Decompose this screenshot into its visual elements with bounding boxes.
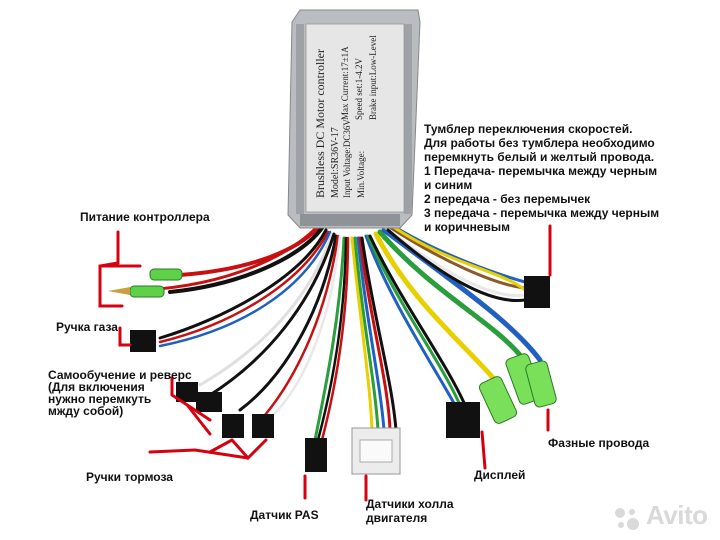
note-line: и коричневым — [424, 220, 510, 234]
selflearn-connectors — [176, 382, 222, 412]
controller-housing: Brushless DC Motor controller Model:SR36… — [287, 9, 421, 229]
controller-line-3: Max Current:17±1A — [340, 46, 350, 120]
display-connector — [446, 402, 480, 438]
label-selflearn-line-4: мжду собой) — [48, 404, 124, 418]
avito-logo-icon — [615, 508, 639, 530]
note-line: и синим — [424, 178, 473, 192]
note-line: Тумблер переключения скоростей. — [424, 122, 633, 136]
label-power: Питание контроллера — [80, 210, 210, 224]
controller-label: Brushless DC Motor controller Model:SR36… — [313, 35, 378, 198]
label-selflearn-line-1: Самообучение и реверс — [48, 368, 192, 382]
label-display: Дисплей — [474, 468, 526, 482]
speed-switch-connector — [524, 276, 550, 308]
controller-line-1: Brushless DC Motor controller — [313, 49, 327, 198]
brake-connectors — [222, 414, 274, 438]
hall-connector — [351, 427, 401, 475]
label-hall-line-1: Датчики холла — [366, 497, 454, 511]
phase-connectors — [478, 353, 557, 424]
controller-line-2: Model:SR36V-17 — [330, 127, 341, 198]
label-phase: Фазные провода — [548, 436, 650, 450]
label-selflearn-line-3: нужно перемкуть — [48, 392, 152, 406]
speed-switch-note: Тумблер переключения скоростей. Для рабо… — [424, 122, 694, 234]
label-throttle: Ручка газа — [56, 320, 118, 334]
label-selflearn-line-2: (Для включения — [48, 380, 145, 394]
label-pas: Датчик PAS — [250, 508, 319, 522]
controller-line-5: Speed set:1-4.2V — [354, 58, 364, 120]
note-line: Для работы без тумблера необходимо — [424, 136, 655, 150]
power-connectors — [108, 268, 183, 298]
note-line: 3 передача - перемычка между черным — [424, 206, 660, 220]
label-hall: Датчики холла двигателя — [366, 497, 454, 525]
label-selflearn: Самообучение и реверс (Для включения нуж… — [48, 369, 192, 417]
wire-bundle — [143, 222, 543, 442]
note-line: 1 Передача- перемычка между черным — [424, 164, 658, 178]
avito-watermark: Avito — [646, 500, 708, 530]
label-hall-line-2: двигателя — [366, 511, 428, 525]
label-brakes: Ручки тормоза — [86, 470, 173, 484]
controller-line-4: Input Voltage:DC36V — [342, 119, 352, 198]
pas-connector — [305, 438, 327, 472]
pointer-lines — [98, 224, 552, 502]
note-line: перемкнуть белый и желтый провода. — [424, 150, 655, 164]
throttle-connector — [130, 330, 156, 352]
controller-line-6: Min.Voltage: — [356, 151, 366, 198]
controller-line-7: Brake input:Low-Level — [368, 35, 378, 120]
note-line: 2 передача - без перемычек — [424, 192, 591, 206]
